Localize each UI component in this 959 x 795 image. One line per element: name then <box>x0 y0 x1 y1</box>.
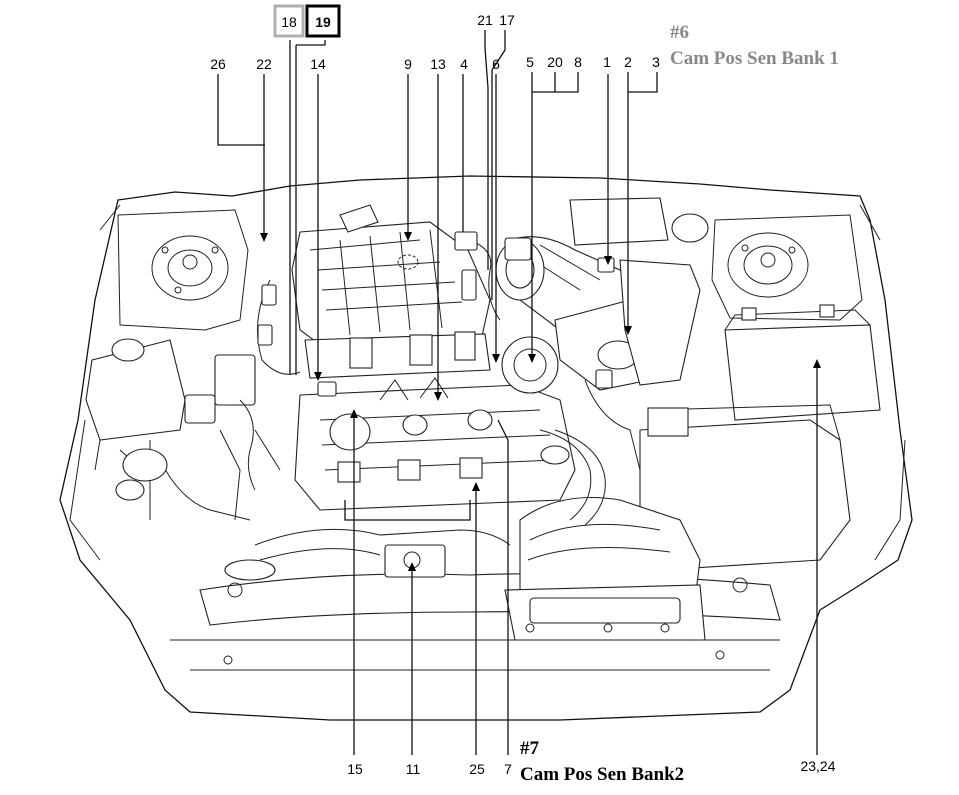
right-strut-tower <box>711 214 863 321</box>
callout-19-box <box>305 4 341 38</box>
callout-9: 9 <box>404 56 412 72</box>
front-air-duct <box>504 496 706 641</box>
callout-2: 2 <box>624 54 632 70</box>
bank2-label: Cam Pos Sen Bank2 <box>520 764 684 785</box>
callout-6: 6 <box>492 56 500 72</box>
engine-block <box>294 377 576 511</box>
coolant-reservoir <box>85 338 186 520</box>
relay-box <box>639 404 851 571</box>
callout-25: 25 <box>469 761 485 777</box>
callout-17: 17 <box>499 12 515 28</box>
coolant-cap <box>501 336 559 394</box>
callout-18: 18 <box>281 14 297 30</box>
callout-26: 26 <box>210 56 226 72</box>
lower-center-parts <box>224 528 511 581</box>
sensor-connectors <box>257 231 615 397</box>
bank1-number: #6 <box>670 22 689 43</box>
callout-1: 1 <box>603 54 611 70</box>
left-components <box>115 354 281 521</box>
callout-11: 11 <box>406 761 421 777</box>
callout-19: 19 <box>315 14 331 30</box>
callout-3: 3 <box>652 54 660 70</box>
callout-numbers: 18 19 21 17 26 22 14 9 13 4 6 5 20 8 1 2… <box>210 12 836 777</box>
callout-18-box <box>273 4 305 38</box>
intake-plenum <box>291 204 491 379</box>
hoses <box>257 239 641 526</box>
callout-13: 13 <box>430 56 446 72</box>
bank1-label: Cam Pos Sen Bank 1 <box>670 48 839 69</box>
callout-20: 20 <box>547 54 563 70</box>
callout-21: 21 <box>477 12 493 28</box>
air-filter-box <box>569 197 709 386</box>
leader-lines <box>217 30 821 755</box>
callout-22: 22 <box>256 56 272 72</box>
battery <box>724 304 881 421</box>
callout-4: 4 <box>460 56 468 72</box>
callout-5: 5 <box>526 54 534 70</box>
left-strut-tower <box>117 209 249 331</box>
callout-8: 8 <box>574 54 582 70</box>
bank2-number: #7 <box>520 738 540 759</box>
callout-15: 15 <box>347 761 363 777</box>
callout-23-24: 23,24 <box>800 758 835 774</box>
callout-14: 14 <box>310 56 326 72</box>
callout-7: 7 <box>504 761 512 777</box>
engine-bay-drawing <box>59 175 913 721</box>
annotations: #6 Cam Pos Sen Bank 1 #7 Cam Pos Sen Ban… <box>520 22 839 785</box>
